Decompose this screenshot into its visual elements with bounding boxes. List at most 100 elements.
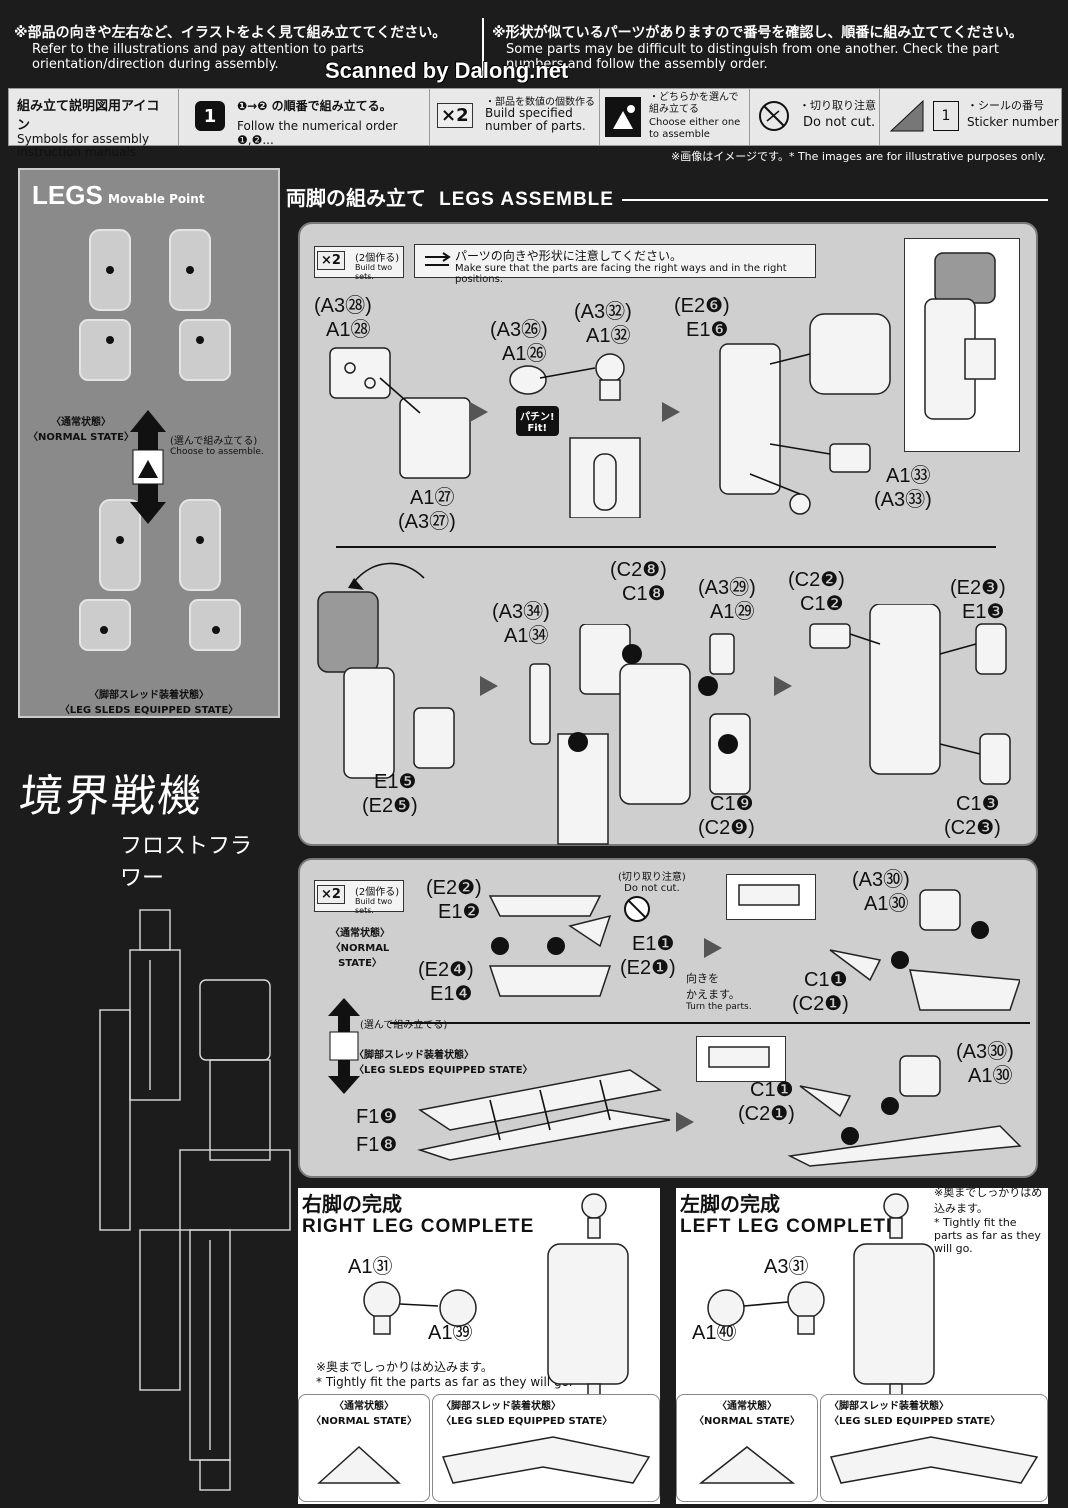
- step5-left-label: (A3㉞)A1㉞: [492, 601, 550, 647]
- r-joint-drawing: [363, 1281, 477, 1335]
- l-joint-drawing: [707, 1281, 825, 1335]
- p2-b-ref-box: [726, 874, 816, 920]
- l-sled-state-box: 〈脚部スレッド装着状態〉〈LEG SLED EQUIPPED STATE〉: [820, 1394, 1048, 1502]
- step1-drawing: [329, 347, 471, 479]
- l-fit-note-top: ※奥までしっかりはめ込みます。* Tightly fit the parts a…: [934, 1186, 1043, 1255]
- chevron-right-icon: [676, 1112, 694, 1132]
- legend-cut: ・切り取り注意 Do not cut.: [749, 89, 880, 145]
- header-right-jp: ※形状が似ているパーツがありますので番号を確認し、順番に組み立ててください。: [492, 25, 1023, 41]
- p2-a-mid-label: (E2❹)E1❹: [418, 959, 474, 1005]
- header-left: ※部品の向きや左右など、イラストをよく見て組み立ててください。 Refer to…: [14, 22, 474, 72]
- p2-b-drawing: [829, 889, 1020, 1011]
- l-normal-state-box: 〈通常状態〉〈NORMAL STATE〉: [676, 1394, 818, 1502]
- step3-drawing: [719, 313, 891, 515]
- header-right-en: Some parts may be difficult to distingui…: [506, 42, 999, 72]
- notice-box: パーツの向きや形状に注意してください。 Make sure that the p…: [414, 244, 816, 285]
- header-right: ※形状が似ているパーツがありますので番号を確認し、順番に組み立ててください。 S…: [492, 22, 1052, 72]
- step5-drawing: [529, 624, 751, 845]
- r-a131-label: A1㉛: [348, 1256, 393, 1278]
- build-two-sets-box: ×2 (2個作る) Build two sets.: [314, 880, 404, 915]
- chevron-right-icon: [480, 676, 498, 696]
- p2-b-top-label: (A3㉚)A1㉚: [852, 869, 910, 915]
- legend-bar: 組み立て説明図用アイコン Symbols for assembly instru…: [8, 88, 1062, 159]
- p2-b-left-label: C1❶(C2❶): [792, 969, 849, 1015]
- legend-title-en: Symbols for assembly instruction manuals: [17, 132, 150, 159]
- header-divider: [482, 18, 484, 76]
- chevron-right-icon: [470, 402, 488, 422]
- legend-order: 1 ❶→❷ の順番で組み立てる。 Follow the numerical or…: [179, 89, 430, 147]
- logo-jp-title: 境界戦機: [16, 771, 207, 822]
- step3-result-drawing: [924, 252, 996, 420]
- p2-d-ref-box: [696, 1036, 786, 1082]
- p2-normal-state: 〈通常状態〉〈NORMAL STATE〉: [330, 928, 390, 969]
- movable-point-label: Movable Point: [108, 192, 205, 206]
- right-leg-title-en: RIGHT LEG COMPLETE: [302, 1216, 535, 1237]
- r-leg-drawing: [547, 1193, 629, 1401]
- p2-f8-label: F1❽: [356, 1134, 398, 1156]
- p2-d-left-label: C1❶(C2❶): [738, 1079, 795, 1125]
- choose-arrow-icon: [328, 998, 360, 1094]
- step5-bottom-label: C1❾(C2❾): [698, 793, 755, 839]
- section-title-jp: 両脚の組み立て: [286, 186, 426, 210]
- step3-top-label: (E2❻)E1❻: [674, 295, 730, 341]
- legend-title: 組み立て説明図用アイコン Symbols for assembly instru…: [9, 89, 179, 159]
- p2-cut-note: (切り取り注意)Do not cut.: [618, 872, 686, 894]
- right-leg-complete: 右脚の完成 RIGHT LEG COMPLETE A1㉛ A1㊴ ※奥までしっか…: [298, 1188, 660, 1504]
- step4-bottom-label: E1❺(E2❺): [362, 771, 418, 817]
- logo-jp-sub: フロストフラワー: [120, 834, 253, 891]
- left-leg-title-en: LEFT LEG COMPLETE: [680, 1216, 900, 1237]
- l-a331-label: A3㉛: [764, 1256, 809, 1278]
- fit-badge: パチン!Fit!: [516, 406, 559, 436]
- legs-normal-state: 〈通常状態〉〈NORMAL STATE〉: [28, 417, 134, 443]
- section-title: 両脚の組み立て LEGS ASSEMBLE: [286, 182, 614, 211]
- choose-arrow-icon: [130, 410, 166, 524]
- sticker-en: Sticker number: [967, 115, 1059, 129]
- order-en: Follow the numerical order ❶,❷...: [237, 119, 398, 147]
- legend-sticker: 1 ・シールの番号 Sticker number: [879, 89, 1061, 145]
- l-a155-label: A1㊵: [692, 1322, 737, 1344]
- step6-top-left-label: (C2❷)C1❷: [788, 569, 845, 615]
- choose-en: Choose either one to assemble: [649, 117, 741, 140]
- p2-a-drawing: [488, 895, 612, 997]
- legend-title-jp: 組み立て説明図用アイコン: [17, 99, 160, 133]
- step5-right-label: (A3㉙)A1㉙: [698, 577, 756, 623]
- cut-en: Do not cut.: [803, 115, 876, 130]
- legend-choose: ・どちらかを選んで組み立てる Choose either one to asse…: [599, 89, 750, 145]
- step3-result-box: [904, 238, 1020, 452]
- legs-sled-state: 〈脚部スレッド装着状態〉〈LEG SLEDS EQUIPPED STATE〉: [59, 690, 239, 716]
- cut-jp: ・切り取り注意: [799, 99, 876, 112]
- p2-d-drawing: [787, 1055, 1022, 1167]
- legs-title: LEGS: [32, 180, 103, 210]
- choose-jp: ・どちらかを選んで組み立てる: [649, 92, 739, 115]
- step6-drawing: [809, 604, 1011, 785]
- panel2-divider: [390, 1022, 1030, 1024]
- left-leg-title-jp: 左脚の完成: [680, 1192, 780, 1216]
- build-two-sets-box: ×2 (2個作る) Build two sets.: [314, 246, 404, 281]
- step2-drawing: [509, 353, 641, 518]
- r-fit-note: ※奥までしっかりはめ込みます。* Tightly fit the parts a…: [316, 1360, 573, 1389]
- panel1-divider: [336, 546, 996, 548]
- do-not-cut-icon: [759, 101, 789, 131]
- step6-bottom-label: C1❸(C2❸): [944, 793, 1001, 839]
- legs-choose: (選んで組み立てる)Choose to assemble.: [170, 436, 264, 457]
- r-a154-label: A1㊴: [428, 1322, 473, 1344]
- p2-a-right-label: E1❶(E2❶): [620, 933, 676, 979]
- l-leg-drawing: [853, 1193, 935, 1401]
- illustrative-note: ※画像はイメージです。* The images are for illustra…: [671, 150, 1046, 163]
- left-leg-complete: 左脚の完成 LEFT LEG COMPLETE ※奥までしっかりはめ込みます。*…: [676, 1186, 1048, 1504]
- legs-illustration: [79, 229, 241, 651]
- legend-build: ×2 ・部品を数値の個数作る Build specified number of…: [429, 89, 600, 145]
- section-title-en: LEGS ASSEMBLE: [439, 189, 614, 210]
- arrows-icon: [425, 252, 451, 266]
- p2-sled-state: 〈脚部スレッド装着状態〉〈LEG SLEDS EQUIPPED STATE〉: [354, 1050, 533, 1076]
- section-title-rule: [622, 199, 1048, 201]
- step2-right-label: (A3㉜)A1㉜: [574, 301, 632, 347]
- p2-choose: (選んで組み立てる): [360, 1020, 448, 1031]
- p2-f9-label: F1❾: [356, 1106, 398, 1128]
- p2-d-right-label: (A3㉚)A1㉚: [956, 1041, 1014, 1087]
- sticker-number-box: 1: [933, 101, 959, 131]
- robot-wireframe: [99, 909, 291, 1491]
- r-normal-state-box: 〈通常状態〉〈NORMAL STATE〉: [298, 1394, 430, 1502]
- sticker-jp: ・シールの番号: [967, 99, 1044, 112]
- step6-top-right-label: (E2❸)E1❸: [950, 577, 1006, 623]
